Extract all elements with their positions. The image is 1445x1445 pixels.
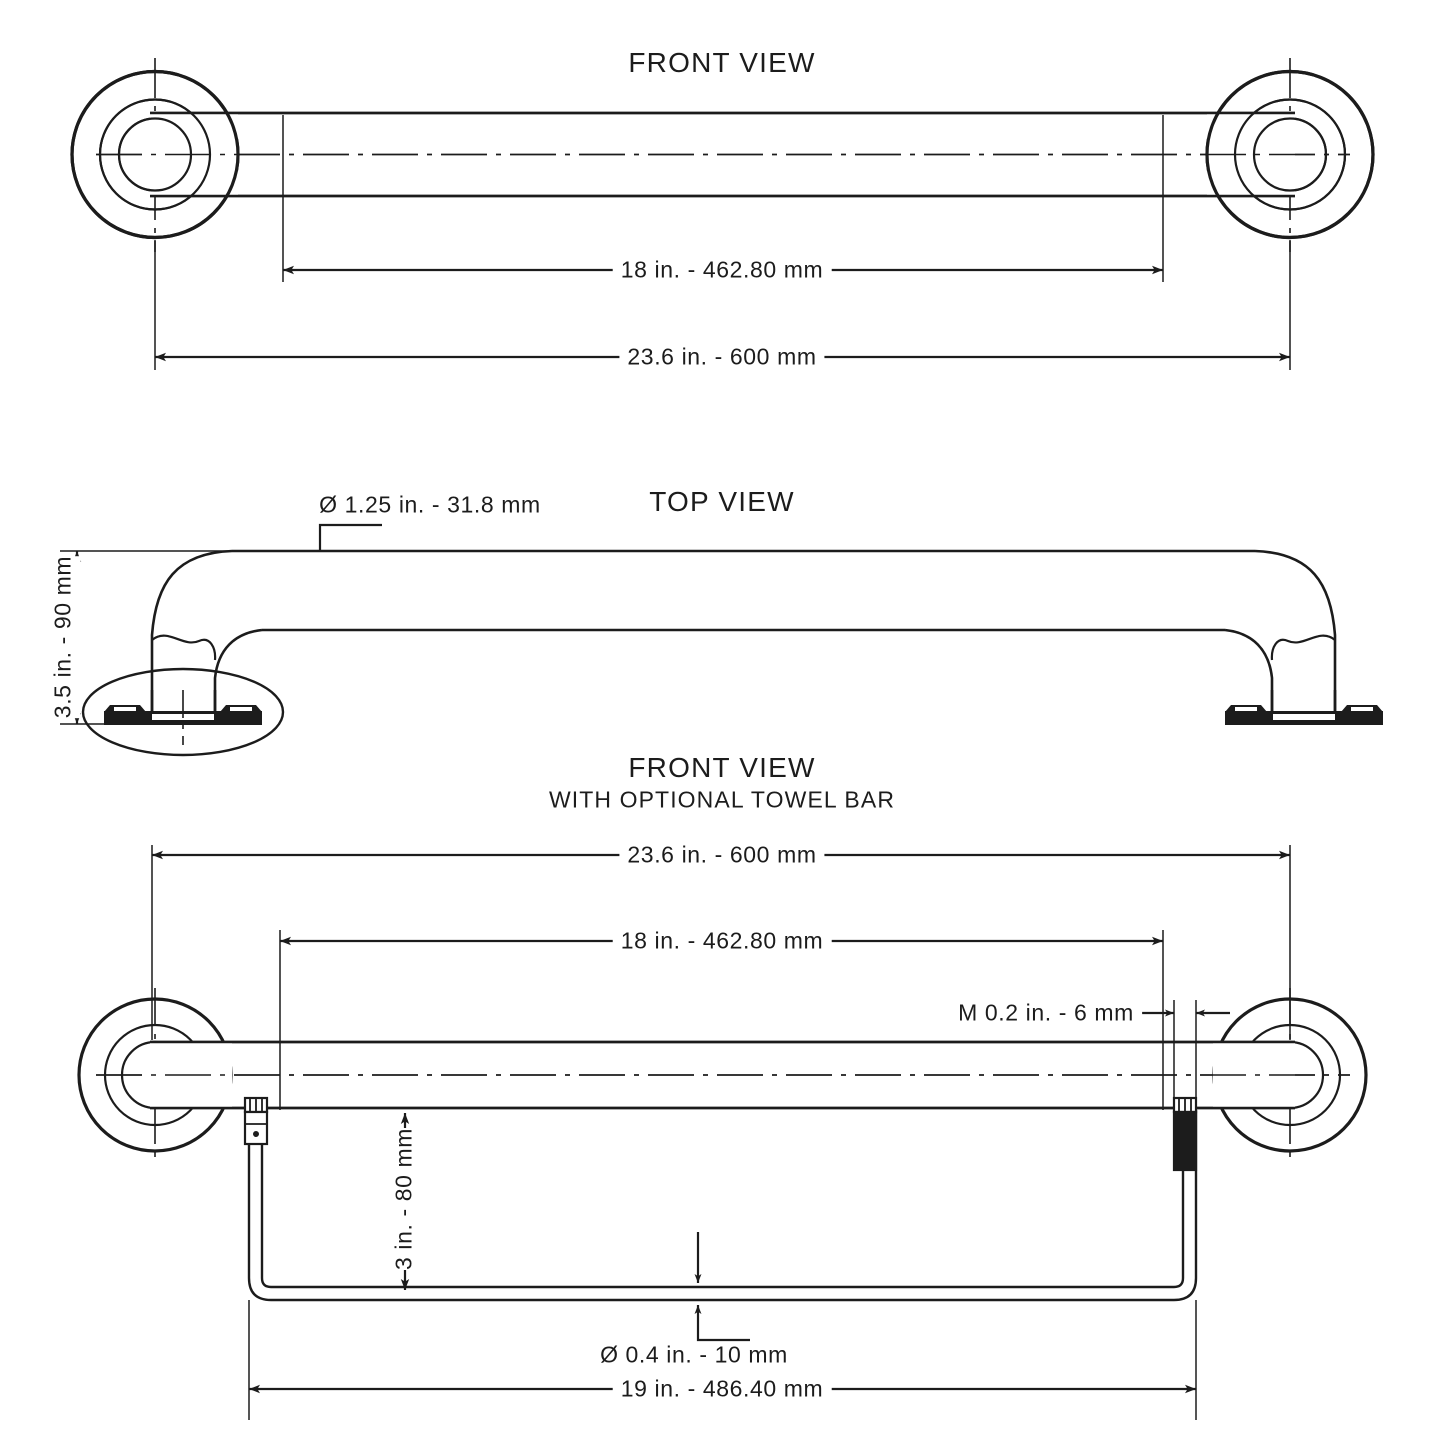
front-dim-center-to-center-label: 18 in. - 462.80 mm bbox=[612, 258, 832, 282]
front-view-title: FRONT VIEW bbox=[628, 47, 816, 78]
towel-bar-bracket-right bbox=[1172, 1096, 1198, 1172]
towel-dim-rod-diameter-label: Ø 0.4 in. - 10 mm bbox=[592, 1343, 796, 1367]
towel-dim-overall-label: 23.6 in. - 600 mm bbox=[619, 843, 825, 867]
top-view-title: TOP VIEW bbox=[649, 486, 795, 517]
top-dim-standoff-label: 3.5 in. - 90 mm bbox=[45, 555, 81, 719]
top-view-geometry bbox=[81, 549, 1383, 757]
front-dim-overall-label: 23.6 in. - 600 mm bbox=[619, 345, 825, 369]
top-dim-tube-diameter-label: Ø 1.25 in. - 31.8 mm bbox=[311, 493, 549, 517]
front-view-geometry bbox=[70, 58, 1375, 252]
towel-bar-rod bbox=[247, 1110, 1198, 1302]
towel-dim-bracket-thickness bbox=[1140, 1000, 1230, 1100]
towel-front-view-geometry bbox=[77, 988, 1368, 1163]
towel-view-title: FRONT VIEW bbox=[628, 752, 816, 783]
towel-dim-drop-label: 3 in. - 80 mm bbox=[386, 1127, 422, 1271]
towel-dim-bracket-thickness-label: M 0.2 in. - 6 mm bbox=[950, 1001, 1142, 1025]
towel-dim-center-to-center-label: 18 in. - 462.80 mm bbox=[612, 929, 832, 953]
towel-dim-rod-length-label: 19 in. - 486.40 mm bbox=[612, 1377, 832, 1401]
top-dim-tube-diameter-leader bbox=[318, 523, 382, 551]
towel-view-subtitle: WITH OPTIONAL TOWEL BAR bbox=[548, 786, 896, 813]
towel-dim-rod-diameter-leader bbox=[694, 1232, 750, 1342]
towel-bar-bracket-left bbox=[243, 1096, 269, 1146]
